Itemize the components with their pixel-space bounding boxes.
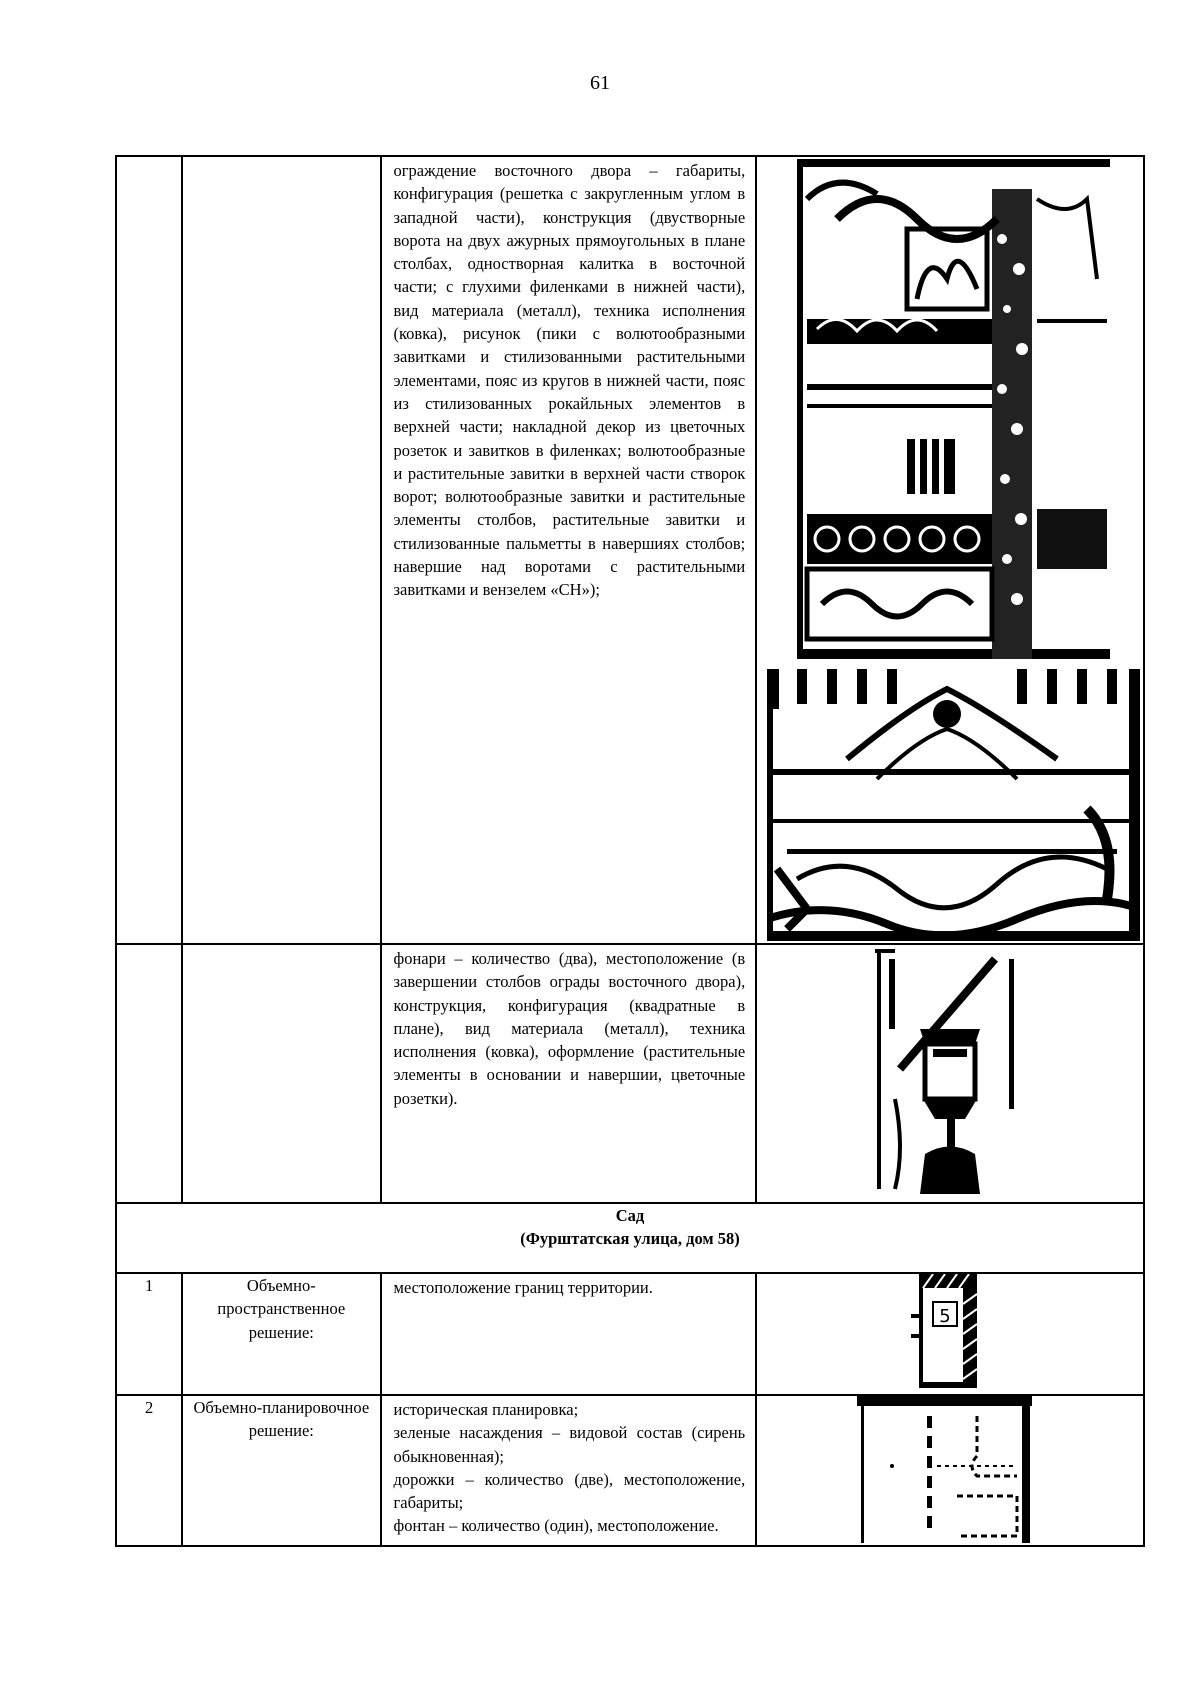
photo-gate-fence	[797, 159, 1111, 659]
category-cell: Объемно-пространственное решение:	[181, 1272, 382, 1396]
category-cell: Объемно-планировочное решение:	[181, 1394, 382, 1547]
description-cell: местоположение границ территории.	[379, 1272, 758, 1396]
image-cell	[755, 1394, 1145, 1547]
description-cell: фонари – количество (два), местоположени…	[379, 943, 758, 1204]
table-row: 2 Объемно-планировочное решение: историч…	[114, 1394, 1145, 1547]
garden-boundary-description: местоположение границ территории.	[393, 1278, 653, 1297]
image-cell	[755, 943, 1145, 1204]
section-header-row: Сад (Фурштатская улица, дом 58)	[115, 1202, 1145, 1274]
description-cell: историческая планировка; зеленые насажде…	[379, 1394, 758, 1547]
row-number-cell	[114, 943, 184, 1204]
description-cell: ограждение восточного двора – габариты, …	[379, 155, 758, 945]
lantern-description: фонари – количество (два), местоположени…	[393, 949, 746, 1108]
category-cell	[181, 943, 382, 1204]
page-number: 61	[590, 72, 610, 94]
table-row: фонари – количество (два), местоположени…	[114, 943, 1145, 1204]
fence-description: ограждение восточного двора – габариты, …	[393, 161, 746, 600]
row-number-cell: 1	[114, 1272, 184, 1396]
section-subtitle: (Фурштатская улица, дом 58)	[520, 1229, 740, 1249]
image-cell: 5	[755, 1272, 1145, 1396]
garden-layout-description-line: зеленые насаждения – видовой состав (сир…	[393, 1423, 746, 1466]
plan-garden-layout	[857, 1396, 1033, 1543]
garden-layout-description-line: дорожки – количество (две), местоположен…	[393, 1469, 746, 1513]
svg-text:5: 5	[939, 1306, 950, 1327]
section-header: Сад (Фурштатская улица, дом 58)	[115, 1202, 1145, 1274]
image-cell	[755, 155, 1145, 945]
photo-lantern	[875, 949, 1016, 1199]
table-row: ограждение восточного двора – габариты, …	[114, 155, 1145, 945]
garden-layout-description-line: историческая планировка;	[393, 1400, 579, 1419]
row-number-cell: 2	[114, 1394, 184, 1547]
garden-layout-description-line: фонтан – количество (один), местоположен…	[393, 1516, 719, 1536]
photo-gate-monogram	[767, 669, 1141, 941]
category-cell	[181, 155, 382, 945]
table-row: 1 Объемно-пространственное решение: мест…	[114, 1272, 1145, 1396]
section-title: Сад	[615, 1206, 645, 1225]
protected-elements-table: ограждение восточного двора – габариты, …	[114, 155, 1145, 1547]
plan-territory-boundary: 5	[907, 1274, 980, 1392]
row-number-cell	[114, 155, 184, 945]
